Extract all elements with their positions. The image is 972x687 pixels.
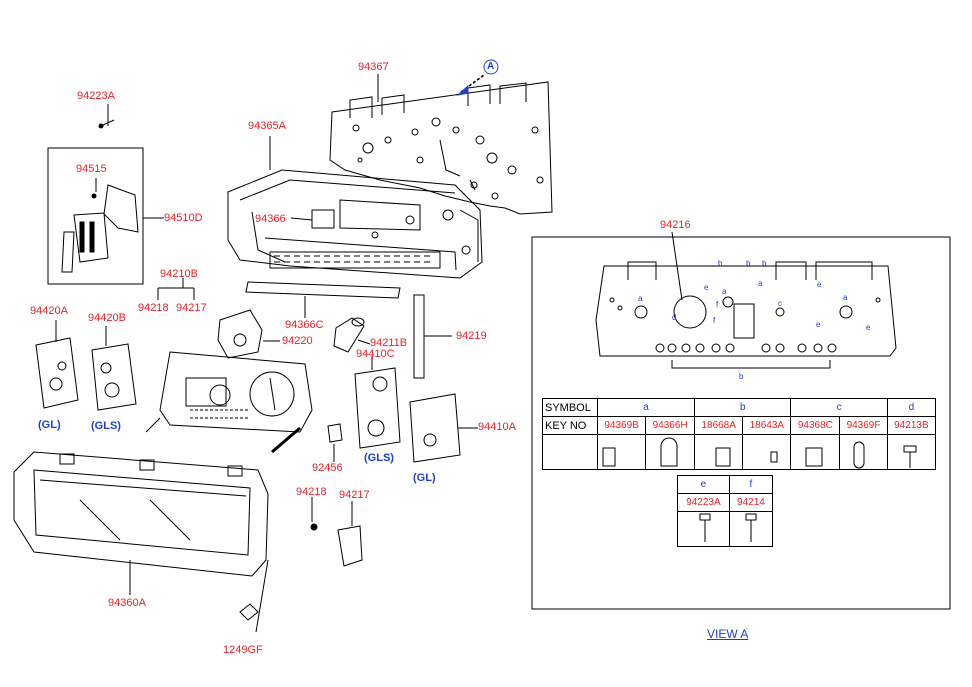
callout-b-1: b xyxy=(718,259,723,268)
label-94410a: 94410A xyxy=(478,421,516,433)
symbol-header: SYMBOL xyxy=(542,398,598,417)
key-18668a: 18668A xyxy=(694,416,744,435)
icon-cell-18643a xyxy=(742,434,792,470)
symbol-f: f xyxy=(728,475,774,494)
callout-e-4: e xyxy=(866,323,871,332)
callout-b-2: b xyxy=(746,259,751,268)
icon-cell-94368c xyxy=(790,434,841,470)
socket-92456 xyxy=(327,423,343,443)
icon-cell-94223a xyxy=(677,511,730,547)
label-94510d: 94510D xyxy=(164,212,203,224)
label-94218-lower: 94218 xyxy=(296,486,327,498)
printed-circuit-94510d xyxy=(61,184,139,273)
label-94216: 94216 xyxy=(660,219,691,231)
key-94369f: 94369F xyxy=(839,416,888,435)
rod-94219 xyxy=(413,294,425,379)
label-94515: 94515 xyxy=(76,163,107,175)
speedometer-assembly-94210b xyxy=(145,351,313,454)
gauge-94410a xyxy=(409,393,461,463)
symbol-c: c xyxy=(790,398,888,417)
view-marker-letter: A xyxy=(487,61,495,72)
view-a-frame xyxy=(531,236,951,610)
label-94218-upper: 94218 xyxy=(138,302,169,314)
key-header: KEY NO xyxy=(542,416,598,435)
label-92456: 92456 xyxy=(312,462,343,474)
bulb-94211b xyxy=(333,317,365,353)
label-94365a: 94365A xyxy=(248,120,286,132)
label-94366c: 94366C xyxy=(285,319,324,331)
callout-b-4: b xyxy=(739,372,744,381)
bracket-94217 xyxy=(337,525,363,567)
icon-cell-94366h xyxy=(645,434,696,470)
variant-gl-94410a: (GL) xyxy=(413,472,436,484)
callout-e-1: e xyxy=(704,283,709,292)
icon-cell-94213b xyxy=(886,434,937,470)
callout-c-1: c xyxy=(778,299,782,308)
icon-cell-94214 xyxy=(728,511,774,547)
label-94217-lower: 94217 xyxy=(339,489,370,501)
callout-f-2: f xyxy=(713,316,716,325)
screw-94218 xyxy=(310,523,318,531)
variant-gls-94410c: (GLS) xyxy=(364,452,394,464)
symbol-a: a xyxy=(596,398,696,417)
label-94219: 94219 xyxy=(456,330,487,342)
view-a-title: VIEW A xyxy=(707,627,749,641)
screw-1249gf xyxy=(239,603,259,621)
variant-gls-94420b: (GLS) xyxy=(91,420,121,432)
gauge-94420a xyxy=(35,337,79,409)
printed-circuit-94220 xyxy=(217,309,263,359)
callout-d-1: d xyxy=(672,313,677,322)
symbol-e: e xyxy=(677,475,730,494)
key-18643a: 18643A xyxy=(742,416,792,435)
key-94366h: 94366H xyxy=(645,416,696,435)
view-arrow-a xyxy=(456,59,499,96)
callout-a-4: a xyxy=(843,293,848,302)
bracket-frame-94510d xyxy=(47,147,144,285)
callout-a-2: a xyxy=(758,279,763,288)
icon-row-blank xyxy=(542,434,598,470)
icon-cell-18668a xyxy=(694,434,744,470)
gauge-94420b xyxy=(91,343,137,411)
leader-94216 xyxy=(671,231,683,301)
callout-b-3: b xyxy=(762,259,767,268)
symbol-table-extra: e f 94223A 94214 xyxy=(677,475,774,547)
key-94213b: 94213B xyxy=(886,416,937,435)
symbol-table: SYMBOL a b c d KEY NO 94369B 94366H 1866… xyxy=(542,398,937,470)
label-94367: 94367 xyxy=(358,61,389,73)
label-94410c: 94410C xyxy=(356,348,395,360)
key-94214: 94214 xyxy=(728,493,774,512)
icon-cell-94369b xyxy=(596,434,647,470)
label-94420b: 94420B xyxy=(88,312,126,324)
label-1249gf: 1249GF xyxy=(223,644,263,656)
callout-a-3: a xyxy=(638,294,643,303)
icon-cell-94369f xyxy=(839,434,888,470)
key-94368c: 94368C xyxy=(790,416,841,435)
label-94366: 94366 xyxy=(255,213,286,225)
case-94365a xyxy=(227,169,483,279)
callout-e-3: e xyxy=(816,320,821,329)
label-94210b: 94210B xyxy=(160,268,198,280)
label-94211b: 94211B xyxy=(370,337,408,349)
view-a-board xyxy=(595,261,897,357)
strip-94366c xyxy=(245,281,401,299)
label-94360a: 94360A xyxy=(108,597,146,609)
circuit-board-94367 xyxy=(329,81,553,215)
label-94217-upper: 94217 xyxy=(176,302,207,314)
symbol-d: d xyxy=(886,398,937,417)
label-94223a: 94223A xyxy=(77,90,115,102)
callout-e-2: e xyxy=(817,280,822,289)
label-94420a: 94420A xyxy=(30,305,68,317)
glass-cover-94360a xyxy=(13,451,269,577)
key-94369b: 94369B xyxy=(596,416,647,435)
callout-f-1: f xyxy=(716,300,719,309)
symbol-b: b xyxy=(694,398,792,417)
label-94220: 94220 xyxy=(282,335,313,347)
gauge-94410c xyxy=(354,367,401,449)
variant-gl-94420a: (GL) xyxy=(38,419,61,431)
key-94223a: 94223A xyxy=(677,493,730,512)
callout-a-1: a xyxy=(722,287,727,296)
